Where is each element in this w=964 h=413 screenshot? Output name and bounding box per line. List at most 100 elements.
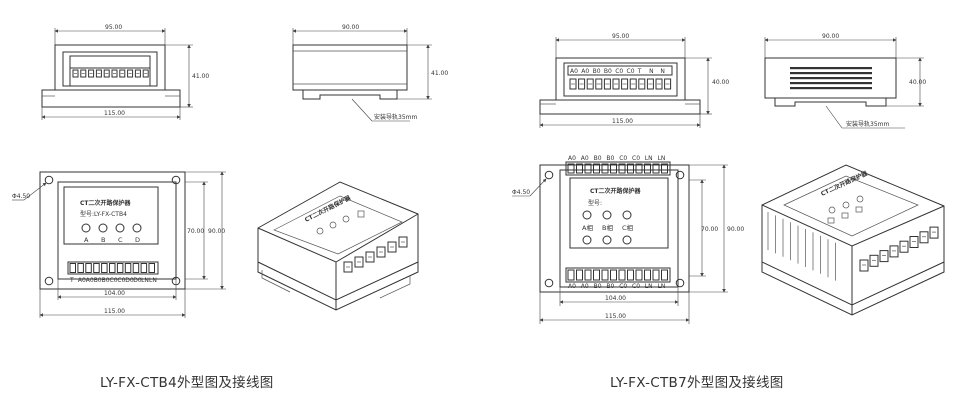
ctb7-rail-note: 安装导轨35mm — [846, 120, 889, 128]
ctb7-inner-width-dim: 104.00 — [605, 295, 626, 302]
ctb7-top-terminal-label: C0 — [632, 155, 640, 162]
ctb7-vent-slot — [790, 77, 872, 80]
ctb7-iso-terminal — [899, 240, 909, 253]
ctb4-outer-height-dim: 90.00 — [208, 228, 225, 235]
ctb7-front-terminal — [569, 78, 577, 90]
ctb4-terminal-label: A0 — [78, 277, 86, 284]
ctb7-iso-terminal — [889, 245, 899, 258]
ctb7-bottom-terminal-label: C0 — [619, 283, 627, 290]
ctb7-top-terminal — [652, 163, 660, 174]
ctb4-side-width-dim: 90.00 — [342, 24, 359, 31]
ctb4-terminal-label: C0 — [117, 277, 125, 284]
ctb7-top-terminal-label: LN — [658, 155, 666, 162]
ctb4-front-height-dim: 41.00 — [192, 73, 209, 80]
ctb7-outer-width-dim: 115.00 — [605, 313, 626, 320]
ctb7-bottom-terminal — [593, 269, 600, 281]
ctb4-front-terminal — [88, 69, 95, 78]
ctb7-front-terminal — [621, 78, 629, 90]
ctb4-front-width-dim: 95.00 — [105, 24, 122, 31]
ctb7-top-terminal-label: B0 — [594, 155, 602, 162]
ctb7-top-terminal — [618, 163, 626, 174]
ctb7-front-label: B0 — [593, 68, 601, 75]
ctb7-iso-terminal — [919, 231, 929, 244]
ctb7-top-terminal — [661, 163, 668, 174]
ctb4-inner-height-dim: 70.00 — [187, 228, 204, 235]
ctb4-outer-width-dim: 115.00 — [104, 308, 125, 315]
ctb4-inner-width-dim: 104.00 — [104, 290, 125, 297]
ctb4-top-terminal — [148, 263, 155, 273]
ctb7-top-terminal — [635, 163, 643, 174]
ctb4-top-terminal — [140, 263, 148, 273]
ctb7-side-width-dim: 90.00 — [822, 33, 839, 40]
ctb4-terminal-label: LN — [141, 277, 149, 284]
ctb4-led-indicator — [132, 223, 142, 233]
ctb7-bottom-terminal — [652, 269, 660, 281]
ctb7-front-label: B0 — [604, 68, 612, 75]
ctb7-led-indicator — [622, 210, 632, 220]
ctb7-led-label: A相 — [582, 223, 593, 232]
ctb7-led-indicator-lower — [622, 235, 632, 245]
ctb7-bottom-terminal-label: LN — [645, 283, 653, 290]
ctb7-top-terminal — [627, 163, 634, 174]
ctb7-top-terminal-label: B0 — [606, 155, 614, 162]
ctb7-vent-slot — [790, 87, 872, 90]
ctb7-plate-title: CT二次开路保护器 — [590, 187, 641, 195]
ctb4-front-terminal — [142, 69, 149, 78]
ctb7-bottom-terminal-label: B0 — [606, 283, 614, 290]
ctb4-model-value: LY-FX-CTB4 — [94, 211, 127, 218]
ctb7-front-height-dim: 40.00 — [712, 79, 729, 86]
ctb7-side-view: 90.00 40.00 安装导轨35mm — [764, 33, 926, 129]
ctb4-top-terminal — [132, 263, 140, 273]
ctb4-front-terminal — [103, 69, 110, 78]
ctb4-side-view: 90.00 41.00 安装导轨35mm — [292, 24, 448, 122]
ctb4-front-terminal — [72, 69, 79, 78]
ctb7-top-terminal — [584, 163, 592, 174]
ctb7-front-terminal — [629, 78, 637, 90]
ctb7-top-terminal-label: LN — [645, 155, 653, 162]
ctb4-top-terminal — [124, 263, 132, 273]
ctb4-terminal-label: A0 — [86, 277, 94, 284]
ctb4-top-terminal — [116, 263, 124, 273]
ctb7-led-indicator — [582, 210, 592, 220]
ctb7-front-terminal — [638, 78, 646, 90]
ctb7-front-terminal — [595, 78, 603, 90]
ctb7-vent-slot — [790, 82, 872, 85]
ctb4-model-prefix: 型号: — [80, 210, 94, 218]
ctb7-front-label: N — [660, 68, 665, 75]
ctb7-front-terminal — [655, 78, 663, 90]
ctb4-front-terminal — [134, 69, 141, 78]
ctb7-model-prefix: 型号: — [588, 199, 602, 207]
ctb7-bottom-terminal-label: B0 — [594, 283, 602, 290]
ctb7-bottom-terminal-label: C0 — [632, 283, 640, 290]
ctb7-bottom-terminal — [644, 269, 651, 281]
ctb7-bottom-terminal — [584, 269, 592, 281]
ctb4-rail-note: 安装导轨35mm — [374, 113, 417, 121]
ctb4-front-total-dim: 115.00 — [104, 110, 125, 117]
ctb7-iso-terminal — [879, 250, 889, 263]
ctb4-front-terminal — [111, 69, 118, 78]
ctb7-bottom-terminal — [635, 269, 643, 281]
ctb4-hole-dim: Φ4.50 — [12, 193, 30, 200]
ctb7-iso-title: CT二次开路保护器 — [819, 169, 869, 198]
ctb4-top-terminal — [69, 263, 76, 273]
ctb7-caption: LY-FX-CTB7外型图及接线图 — [610, 375, 784, 391]
ctb4-front-view: 95.00 41.00 115.00 — [41, 24, 209, 120]
ctb4-iso-view: CT二次开路保护器 — [257, 181, 419, 311]
ctb7-led-indicator-lower — [602, 235, 612, 245]
ctb7-led-indicator — [602, 210, 612, 220]
ctb4-led-label: B — [101, 236, 105, 244]
ctb4-led-indicator — [81, 223, 91, 233]
ctb4-led-indicator — [115, 223, 125, 233]
ctb7-bottom-terminal-label: LN — [658, 283, 666, 290]
ctb4-iso-title: CT二次开路保护器 — [303, 193, 353, 224]
ctb7-inner-height-dim: 70.00 — [701, 226, 718, 233]
ctb7-top-terminal — [576, 163, 583, 174]
ctb7-iso-terminal — [929, 226, 939, 239]
ctb7-led-label: B相 — [602, 223, 613, 232]
ctb7-front-width-dim: 95.00 — [612, 33, 629, 40]
ctb4-led-label: A — [84, 236, 89, 244]
ctb7-front-label: A0 — [581, 68, 589, 75]
